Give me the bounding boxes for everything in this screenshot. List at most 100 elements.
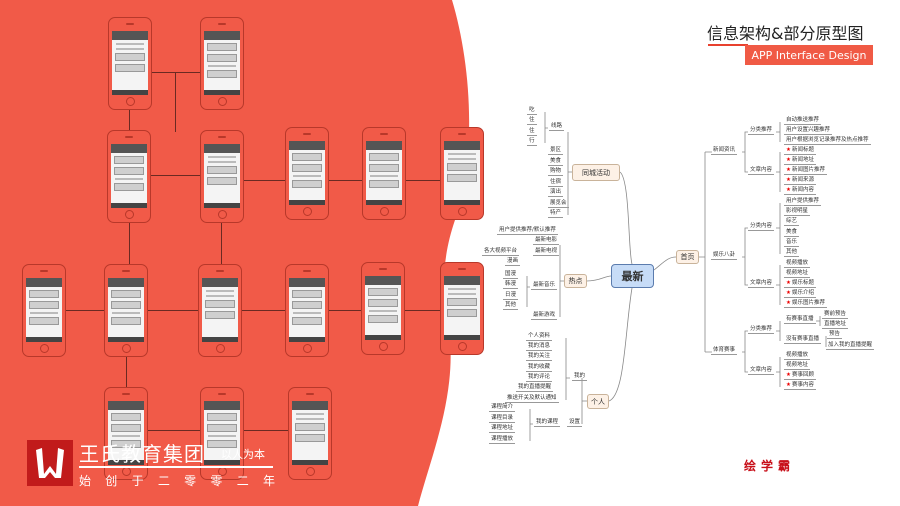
mindmap-node[interactable]: 课程地址 [489,425,516,434]
mindmap-node[interactable]: 最新电影 [533,237,560,245]
mindmap-node[interactable]: 住宿 [548,178,564,187]
flow-connector [243,180,285,181]
mindmap-node[interactable]: 文章内容 [748,167,775,175]
mindmap-node[interactable]: 用户提供推荐 [784,198,822,206]
mindmap-node[interactable]: 我的 [572,373,588,381]
node-personal[interactable]: 个人 [587,394,609,409]
since-char: 二 [157,474,170,488]
mindmap-node[interactable]: 视频地址 [784,362,811,370]
mindmap-node[interactable]: 视频播放 [784,260,811,268]
mindmap-node[interactable]: 个人资料 [526,333,553,341]
title-divider [708,44,748,46]
mindmap-node[interactable]: 最新游戏 [531,312,558,320]
mindmap-node[interactable]: 文章内容 [748,367,775,375]
mindmap-node[interactable]: 用户根据浏览记录推荐及热点推荐 [784,137,871,145]
mindmap-node[interactable]: 赛事内容 [784,382,816,390]
org-logo [27,440,73,486]
mindmap-node[interactable]: 韩漫 [503,281,519,290]
mindmap-node[interactable]: 推送开关及默认通知 [505,395,559,403]
mindmap-node[interactable]: 音乐 [784,238,800,247]
mindmap-node[interactable]: 体育赛事 [711,347,738,355]
mindmap-node[interactable]: 新闻资讯 [711,147,738,155]
phone-wireframe [104,264,148,357]
mindmap-node[interactable]: 住 [527,127,537,136]
mindmap-node[interactable]: 自动推送推荐 [784,117,822,125]
mindmap-node[interactable]: 漫画 [505,258,521,266]
mindmap-node[interactable]: 我的收藏 [526,363,553,372]
phone-wireframe [198,264,242,357]
mindmap-node[interactable]: 新闻来源 [784,177,816,185]
mindmap-node[interactable]: 新闻图片推荐 [784,167,827,175]
mindmap-center-node[interactable]: 最新 [611,264,654,288]
org-motto: 以人为本 [221,448,265,461]
node-hot[interactable]: 热点 [564,274,587,288]
mindmap-node[interactable]: 有赛事直播 [784,316,816,324]
mindmap-node[interactable]: 赛前预告 [822,311,849,319]
mindmap-node[interactable]: 课程简介 [489,404,516,412]
mindmap-node[interactable]: 我的关注 [526,353,553,362]
phone-wireframe [362,127,406,220]
mindmap-node[interactable]: 用户设置兴趣推荐 [784,127,833,135]
mindmap-node[interactable]: 国漫 [503,271,519,279]
phone-wireframe [288,387,332,480]
mindmap-node[interactable]: 娱乐图片推荐 [784,300,827,308]
mindmap-node[interactable]: 演出 [548,189,564,197]
mindmap-node[interactable]: 展览会 [548,199,569,208]
mindmap-node[interactable]: 我的课程 [534,419,561,427]
node-home[interactable]: 首页 [676,250,699,264]
w-logo-icon [36,448,64,478]
mindmap-node[interactable]: 没有赛事直播 [784,336,822,344]
mindmap-node[interactable]: 我的直播提醒 [516,384,554,392]
mindmap-node[interactable]: 我的消息 [526,343,553,352]
phone-wireframe [361,262,405,355]
flow-connector [129,222,130,264]
mindmap-node[interactable]: 各大视频平台 [482,248,520,256]
mindmap-node[interactable]: 分类推荐 [748,127,775,135]
mindmap-node[interactable]: 直播地址 [822,321,849,329]
mindmap-node[interactable]: 赛事回顾 [784,372,816,380]
flow-connector [148,430,200,431]
mindmap-node[interactable]: 用户提供推荐/默认推荐 [497,227,558,235]
mindmap-node[interactable]: 文章内容 [748,280,775,288]
mindmap-node[interactable]: 课程播放 [489,436,516,445]
mindmap-node[interactable]: 娱乐介绍 [784,290,816,298]
org-divider [79,466,273,468]
mindmap-node[interactable]: 预告 [827,331,843,339]
mindmap-node[interactable]: 课程目录 [489,414,516,423]
mindmap-node[interactable]: 其他 [503,301,519,310]
mindmap-node[interactable]: 新闻标题 [784,147,816,155]
since-char: 于 [131,474,144,488]
mindmap-node[interactable]: 分类内容 [748,223,775,231]
mindmap-node[interactable]: 娱乐标题 [784,280,816,288]
mindmap-node[interactable]: 娱乐八卦 [711,252,738,260]
mindmap-node[interactable]: 新闻内容 [784,187,816,195]
mindmap-node[interactable]: 日漫 [503,291,519,300]
mindmap-node[interactable]: 视频地址 [784,270,811,278]
mindmap-node[interactable]: 最新电视 [533,248,560,256]
mindmap-node[interactable]: 特产 [548,210,564,218]
mindmap-node[interactable]: 视频播放 [784,352,811,360]
mindmap-node[interactable]: 我的评论 [526,373,553,382]
mindmap-node[interactable]: 景区 [548,147,564,155]
since-char: 零 [184,474,197,488]
mindmap-node[interactable]: 线路 [549,123,565,131]
mindmap-node[interactable]: 分类推荐 [748,326,775,334]
mindmap-node[interactable]: 设置 [567,419,583,427]
org-name: 王氏教育集团 [79,442,205,466]
mindmap-node[interactable]: 吃 [527,107,537,115]
mindmap-node[interactable]: 其他 [784,249,800,257]
node-activity[interactable]: 同城活动 [572,164,620,181]
mindmap-node[interactable]: 行 [527,137,537,146]
mindmap-node[interactable]: 最新音乐 [531,282,558,290]
mindmap-node[interactable]: 住 [527,117,537,126]
mindmap-node[interactable]: 加入我的直播提醒 [826,342,875,350]
mindmap-node[interactable]: 美食 [784,228,800,237]
mindmap-node[interactable]: 影视明星 [784,208,811,217]
mindmap-node[interactable]: 美食 [548,157,564,166]
mindmap-node[interactable]: 购物 [548,168,564,176]
mindmap-node[interactable]: 新闻地址 [784,157,816,165]
flow-connector [242,310,285,311]
mindmap-node[interactable]: 综艺 [784,218,800,227]
phone-wireframe [285,127,329,220]
